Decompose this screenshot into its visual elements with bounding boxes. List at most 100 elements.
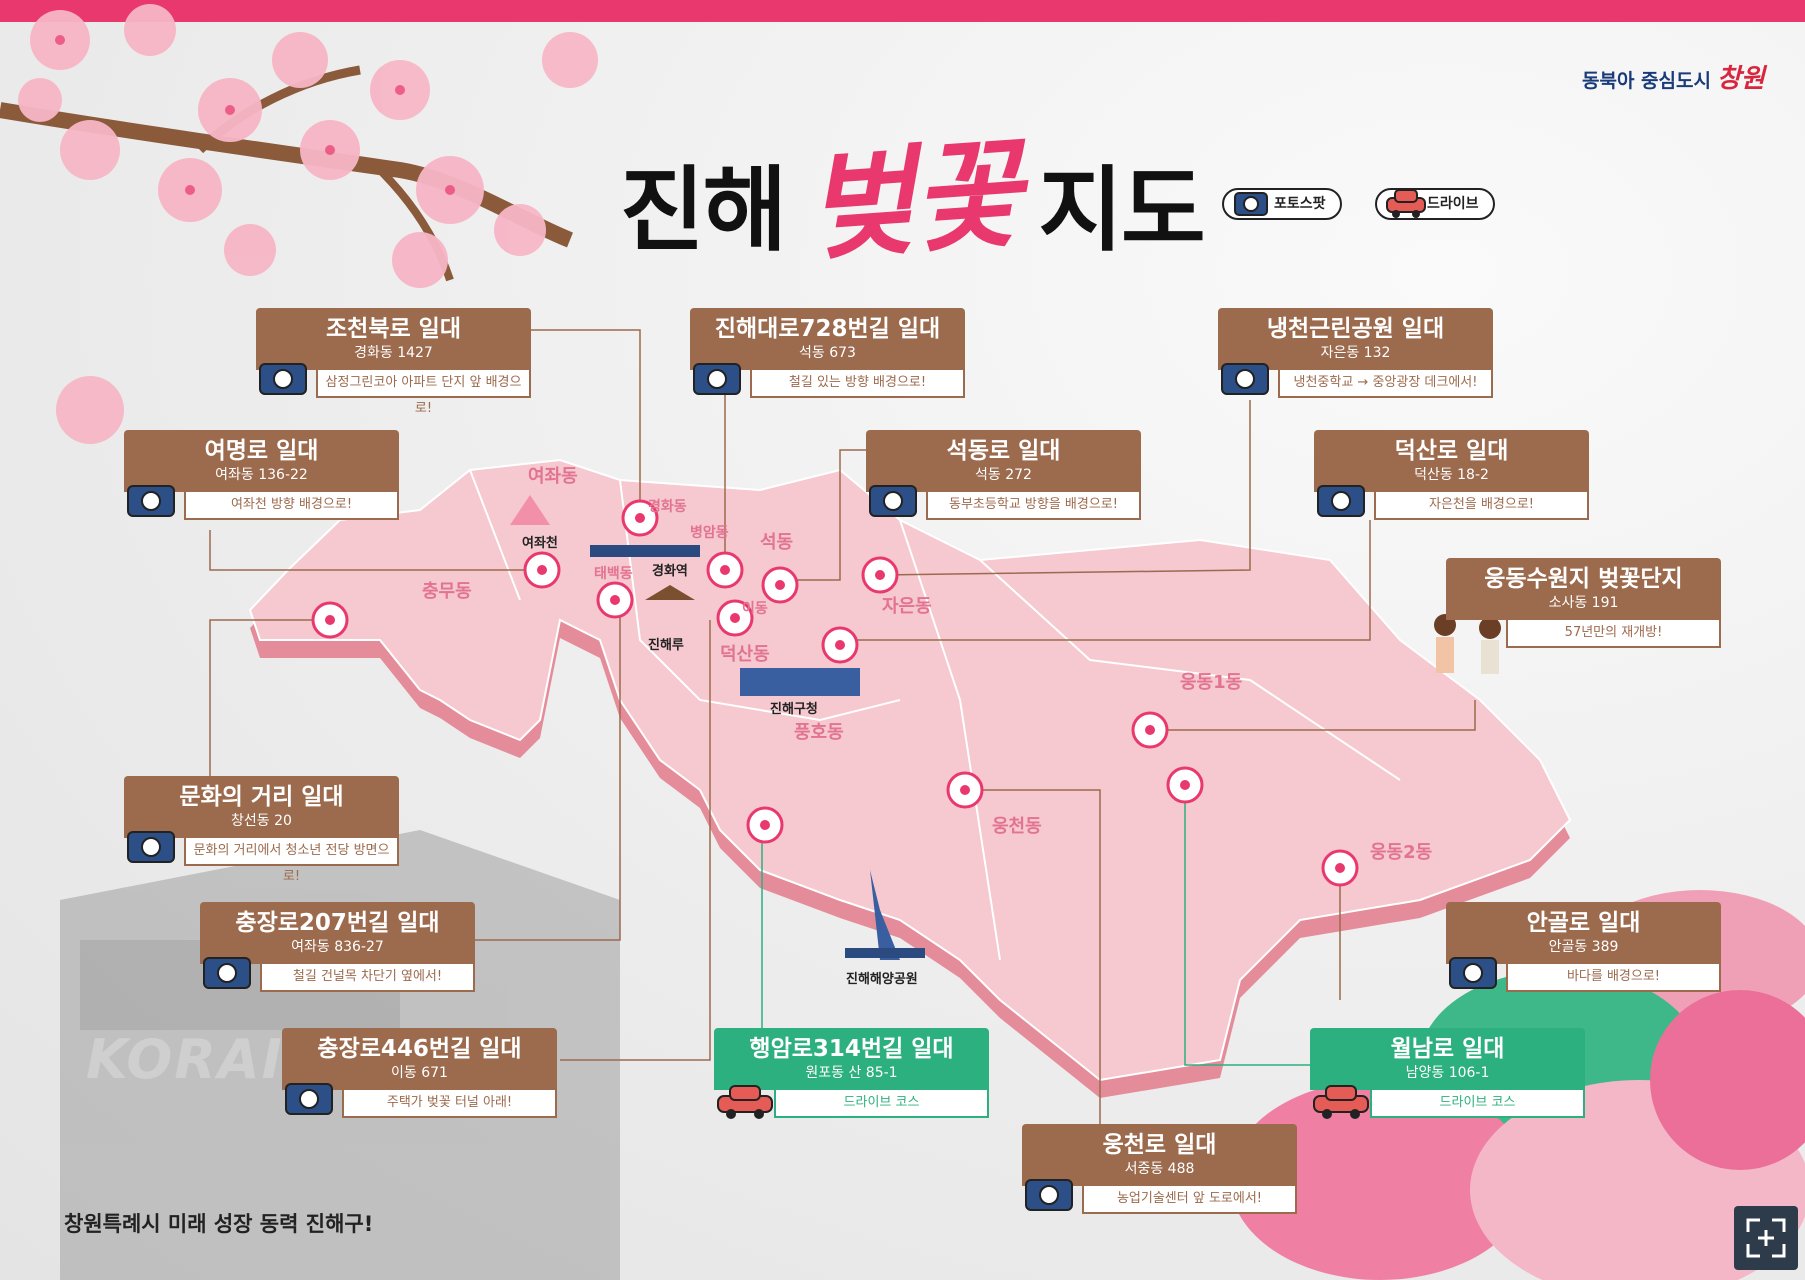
place-label: 진해해양공원 [846, 972, 918, 987]
spot-name: 여명로 일대 [204, 438, 319, 464]
spot-note: 드라이브 코스 [774, 1090, 989, 1118]
district-label: 웅동1동 [1180, 672, 1243, 693]
legend-photo-label: 포토스팟 [1274, 196, 1326, 212]
spot-name: 안골로 일대 [1526, 910, 1641, 936]
place-label: 여좌천 [522, 536, 558, 551]
spot-address: 남양동 106-1 [1405, 1065, 1490, 1081]
spot-note: 동부초등학교 방향을 배경으로! [926, 492, 1141, 520]
spot-note: 농업기술센터 앞 도로에서! [1082, 1186, 1297, 1214]
landmark-icons [510, 495, 1501, 960]
spot-address: 자은동 132 [1320, 345, 1391, 361]
spot-note: 자은천을 배경으로! [1374, 492, 1589, 520]
legend-drive-label: 드라이브 [1427, 196, 1479, 212]
car-icon [716, 1080, 776, 1124]
spot-address: 서중동 488 [1124, 1161, 1195, 1177]
spot-name: 냉천근린공원 일대 [1266, 316, 1445, 342]
car-icon [1385, 184, 1427, 232]
spot-address: 경화동 1427 [354, 345, 433, 361]
camera-icon [1220, 354, 1272, 404]
spot-note: 여좌천 방향 배경으로! [184, 492, 399, 520]
brand-city: 창원 [1716, 64, 1765, 94]
district-label: 여좌동 [528, 466, 578, 487]
spot-note: 냉천중학교 → 중앙광장 데크에서! [1278, 370, 1493, 398]
camera-icon [1024, 1170, 1076, 1220]
spot-name: 충장로207번길 일대 [235, 910, 440, 936]
spot-note: 문화의 거리에서 청소년 전당 방면으로! [184, 838, 399, 884]
footer-slogan: 창원특례시 미래 성장 동력 진해구! [64, 1212, 374, 1236]
camera-icon [1316, 476, 1368, 526]
district-label: 이동 [742, 601, 768, 617]
expand-button[interactable] [1734, 1206, 1798, 1270]
spot-note: 57년만의 재개방! [1506, 620, 1721, 648]
camera-icon [692, 354, 744, 404]
spot-address: 소사동 191 [1548, 595, 1619, 611]
spot-address: 창선동 20 [231, 813, 292, 829]
expand-icon [1746, 1218, 1786, 1258]
spot-address: 원포동 산 85-1 [805, 1065, 898, 1081]
district-label: 병암동 [690, 525, 729, 541]
camera-icon [868, 476, 920, 526]
place-label: 진해구청 [770, 702, 818, 717]
spot-name: 웅천로 일대 [1102, 1132, 1217, 1158]
spot-note: 철길 건널목 차단기 옆에서! [260, 964, 475, 992]
spot-address: 덕산동 18-2 [1414, 467, 1489, 483]
district-label: 자은동 [882, 596, 932, 617]
camera-icon [1232, 184, 1270, 232]
camera-icon [126, 822, 178, 872]
spot-name: 충장로446번길 일대 [317, 1036, 522, 1062]
legend-photo: 포토스팟 [1222, 188, 1342, 220]
district-label: 풍호동 [794, 722, 844, 743]
district-label: 웅동2동 [1370, 842, 1433, 863]
spot-address: 여좌동 136-22 [215, 467, 308, 483]
spot-name: 행암로314번길 일대 [749, 1036, 954, 1062]
district-label: 웅천동 [992, 816, 1042, 837]
camera-icon [1448, 948, 1500, 998]
camera-icon [258, 354, 310, 404]
spot-note: 바다를 배경으로! [1506, 964, 1721, 992]
cherry-branch-decoration [0, 4, 598, 444]
district-label: 경화동 [648, 499, 687, 515]
camera-icon [284, 1074, 336, 1124]
spot-name: 조천북로 일대 [326, 316, 461, 342]
district-label: 태백동 [594, 566, 633, 582]
spot-name: 덕산로 일대 [1394, 438, 1509, 464]
spot-name: 월남로 일대 [1390, 1036, 1505, 1062]
district-label: 충무동 [422, 581, 472, 602]
jinhae-map [248, 458, 1572, 1098]
place-label: 진해루 [648, 638, 684, 653]
spot-name: 웅동수원지 벚꽃단지 [1484, 566, 1683, 592]
camera-icon [202, 948, 254, 998]
district-label: 덕산동 [720, 644, 770, 665]
spot-address: 안골동 389 [1548, 939, 1619, 955]
spot-note: 주택가 벚꽃 터널 아래! [342, 1090, 557, 1118]
title-left: 진해 [620, 157, 787, 264]
brand-tagline: 동북아 중심도시 [1582, 70, 1711, 92]
spot-address: 여좌동 836-27 [291, 939, 384, 955]
top-accent-bar [0, 0, 1805, 22]
district-label: 석동 [760, 532, 794, 553]
spot-address: 석동 272 [975, 467, 1032, 483]
place-label: 경화역 [652, 564, 688, 579]
drive-leader-lines [761, 790, 1330, 1066]
leader-lines [209, 329, 1476, 1130]
korail-background-text: KORAIL [86, 1028, 321, 1091]
camera-icon [126, 476, 178, 526]
spot-address: 석동 673 [799, 345, 856, 361]
title-script: 벚꽃 [801, 123, 1024, 278]
